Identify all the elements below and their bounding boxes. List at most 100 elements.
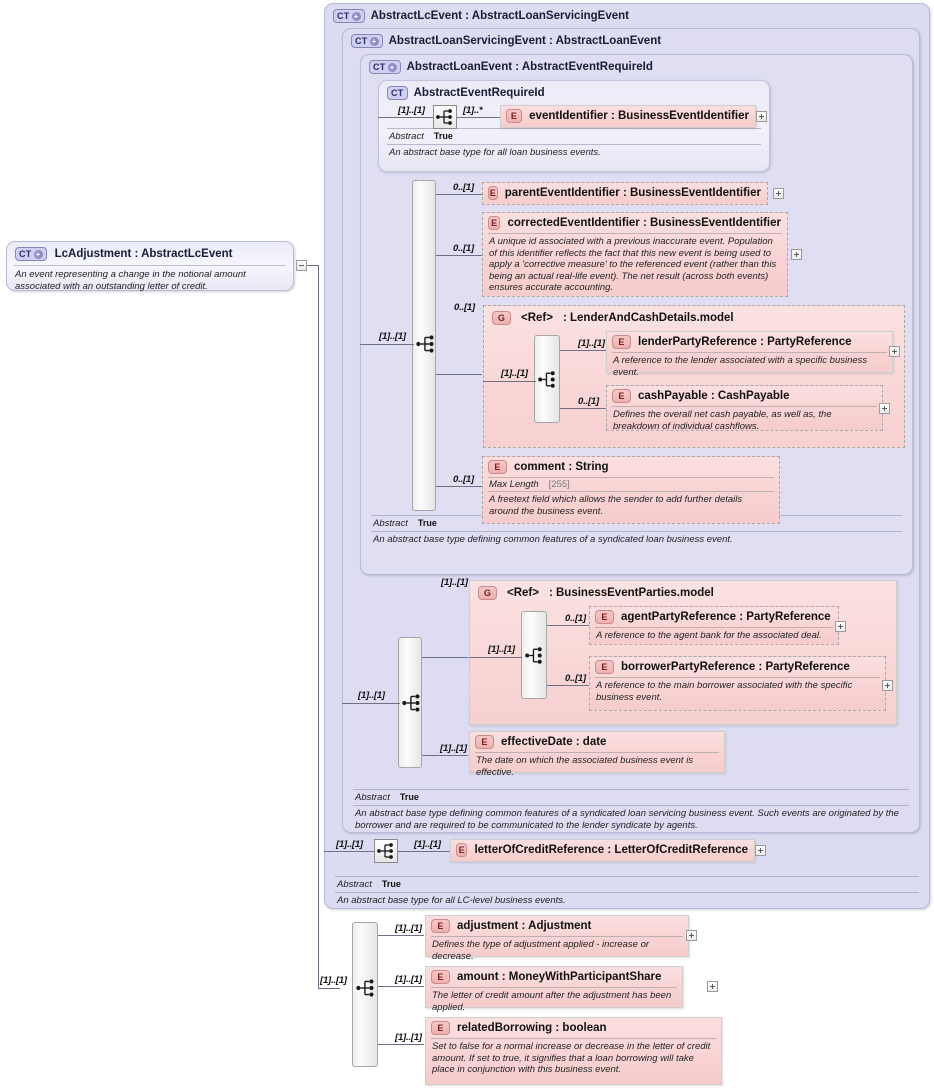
group-badge-icon: G bbox=[492, 311, 511, 325]
divider bbox=[595, 677, 880, 678]
element-documentation: The letter of credit amount after the ad… bbox=[432, 990, 672, 1013]
sequence-compositor-icon-ct3[interactable] bbox=[414, 332, 438, 356]
divider bbox=[14, 265, 286, 266]
element-eventidentifier[interactable]: E eventIdentifier : BusinessEventIdentif… bbox=[500, 105, 756, 128]
expand-stub-borrowerpartyreference[interactable] bbox=[882, 680, 893, 691]
cardinality-label: 0..[1] bbox=[453, 182, 474, 193]
expand-stub-parenteventidentifier[interactable] bbox=[773, 188, 784, 199]
cardinality-label: [1]..[1] bbox=[395, 923, 422, 934]
element-badge-icon: E bbox=[506, 109, 523, 123]
connector bbox=[398, 851, 450, 852]
expand-stub-correctedeventidentifier[interactable] bbox=[791, 249, 802, 260]
cardinality-label: [1]..[1] bbox=[440, 743, 467, 754]
element-documentation: Defines the overall net cash payable, as… bbox=[613, 409, 832, 432]
element-parenteventidentifier[interactable]: E parentEventIdentifier : BusinessEventI… bbox=[482, 182, 768, 205]
connector bbox=[547, 625, 593, 626]
expand-stub-letterofcreditreference[interactable] bbox=[755, 845, 766, 856]
expand-stub-cashpayable[interactable] bbox=[879, 403, 890, 414]
connector bbox=[378, 1044, 424, 1045]
element-comment[interactable]: E comment : String Max Length [255] A fr… bbox=[482, 456, 780, 524]
group-ref-label: : LenderAndCashDetails.model bbox=[562, 312, 734, 324]
cardinality-label: [1]..[1] bbox=[379, 331, 406, 342]
element-label: effectiveDate : date bbox=[501, 736, 607, 748]
root-type-documentation: An event representing a change in the no… bbox=[15, 269, 246, 292]
element-agentpartyreference[interactable]: E agentPartyReference : PartyReference A… bbox=[589, 606, 839, 645]
connector bbox=[560, 350, 606, 351]
cardinality-label: [1]..[1] bbox=[395, 974, 422, 985]
divider bbox=[431, 1038, 716, 1039]
element-header: E eventIdentifier : BusinessEventIdentif… bbox=[501, 106, 755, 126]
sequence-compositor-icon-root[interactable] bbox=[354, 976, 378, 1000]
cardinality-label: 0..[1] bbox=[565, 673, 586, 684]
connector bbox=[324, 851, 374, 852]
cardinality-label: [1]..[1] bbox=[488, 644, 515, 655]
element-badge-icon: E bbox=[612, 335, 631, 349]
element-label: cashPayable : CashPayable bbox=[638, 390, 790, 402]
sequence-compositor-icon-ct2[interactable] bbox=[400, 691, 424, 715]
connector bbox=[318, 265, 319, 988]
label: AbstractLcEvent : AbstractLoanServicingE… bbox=[370, 10, 629, 22]
connector bbox=[547, 685, 593, 686]
sequence-compositor-icon[interactable] bbox=[433, 105, 457, 129]
complextype-badge-icon: CT+ bbox=[351, 34, 383, 48]
divider bbox=[431, 987, 677, 988]
sequence-compositor-icon-bep[interactable] bbox=[523, 644, 547, 668]
expand-stub-eventidentifier[interactable] bbox=[756, 111, 767, 122]
element-header: E adjustment : Adjustment bbox=[426, 916, 688, 936]
element-badge-icon: E bbox=[431, 970, 450, 984]
connector bbox=[307, 265, 319, 266]
abstract-value: True bbox=[417, 518, 437, 528]
label: AbstractLoanServicingEvent : AbstractLoa… bbox=[388, 35, 662, 47]
element-relatedborrowing[interactable]: E relatedBorrowing : boolean Set to fals… bbox=[425, 1017, 722, 1085]
connector bbox=[436, 486, 482, 487]
group-ref-marker: <Ref> bbox=[507, 587, 539, 599]
complextype-abstractloanevent-title: CT+ AbstractLoanEvent : AbstractEventReq… bbox=[369, 60, 653, 74]
connector bbox=[342, 703, 400, 704]
expand-stub-amount[interactable] bbox=[707, 981, 718, 992]
element-facet-maxlength: Max Length [255] bbox=[483, 478, 779, 491]
element-badge-icon: E bbox=[431, 919, 450, 933]
cardinality-label: [1]..[1] bbox=[336, 839, 363, 850]
abstract-footer: Abstract True An abstract base type for … bbox=[387, 128, 761, 161]
divider bbox=[488, 477, 774, 478]
element-effectivedate[interactable]: E effectiveDate : date The date on which… bbox=[469, 731, 725, 778]
cardinality-label: [1]..[1] bbox=[501, 368, 528, 379]
connector bbox=[422, 755, 468, 756]
divider bbox=[475, 752, 719, 753]
cardinality-label: [1]..[1] bbox=[398, 105, 425, 116]
element-header: E correctedEventIdentifier : BusinessEve… bbox=[483, 213, 787, 233]
element-header: E relatedBorrowing : boolean bbox=[426, 1018, 721, 1038]
connector bbox=[378, 986, 424, 987]
element-amount[interactable]: E amount : MoneyWithParticipantShare The… bbox=[425, 966, 683, 1013]
element-badge-icon: E bbox=[595, 660, 614, 674]
connector bbox=[483, 381, 536, 382]
element-badge-icon: E bbox=[456, 843, 468, 857]
sequence-compositor-icon-lendercash[interactable] bbox=[536, 368, 560, 392]
complextype-abstractloanservicingevent-title: CT+ AbstractLoanServicingEvent : Abstrac… bbox=[351, 34, 661, 48]
element-label: relatedBorrowing : boolean bbox=[457, 1022, 607, 1034]
connector bbox=[436, 374, 482, 375]
sequence-compositor-icon-ct1[interactable] bbox=[374, 839, 398, 863]
element-documentation: A reference to the main borrower associa… bbox=[596, 680, 853, 703]
connector bbox=[318, 988, 340, 989]
expand-stub-agentpartyreference[interactable] bbox=[835, 621, 846, 632]
element-cashpayable[interactable]: E cashPayable : CashPayable Defines the … bbox=[606, 385, 883, 432]
element-letterofcreditreference[interactable]: E letterOfCreditReference : LetterOfCred… bbox=[450, 839, 755, 862]
root-type-box[interactable]: CT+ LcAdjustment : AbstractLcEvent An ev… bbox=[6, 241, 294, 292]
element-borrowerpartyreference[interactable]: E borrowerPartyReference : PartyReferenc… bbox=[589, 656, 886, 711]
element-adjustment[interactable]: E adjustment : Adjustment Defines the ty… bbox=[425, 915, 689, 962]
element-correctedeventidentifier[interactable]: E correctedEventIdentifier : BusinessEve… bbox=[482, 212, 788, 297]
connector bbox=[436, 255, 482, 256]
collapse-stub-root[interactable] bbox=[296, 260, 307, 271]
connector bbox=[560, 408, 606, 409]
element-header: E amount : MoneyWithParticipantShare bbox=[426, 967, 682, 987]
element-lenderpartyreference[interactable]: E lenderPartyReference : PartyReference … bbox=[606, 331, 893, 378]
cardinality-label: [1]..* bbox=[463, 105, 483, 116]
cardinality-label: [1]..[1] bbox=[395, 1032, 422, 1043]
connector bbox=[360, 344, 414, 345]
expand-stub-lenderpartyreference[interactable] bbox=[889, 346, 900, 357]
expand-stub-adjustment[interactable] bbox=[686, 930, 697, 941]
complextype-badge-icon: CT+ bbox=[333, 9, 365, 23]
group-ref-label: : BusinessEventParties.model bbox=[548, 587, 714, 599]
element-header: E effectiveDate : date bbox=[470, 732, 724, 752]
